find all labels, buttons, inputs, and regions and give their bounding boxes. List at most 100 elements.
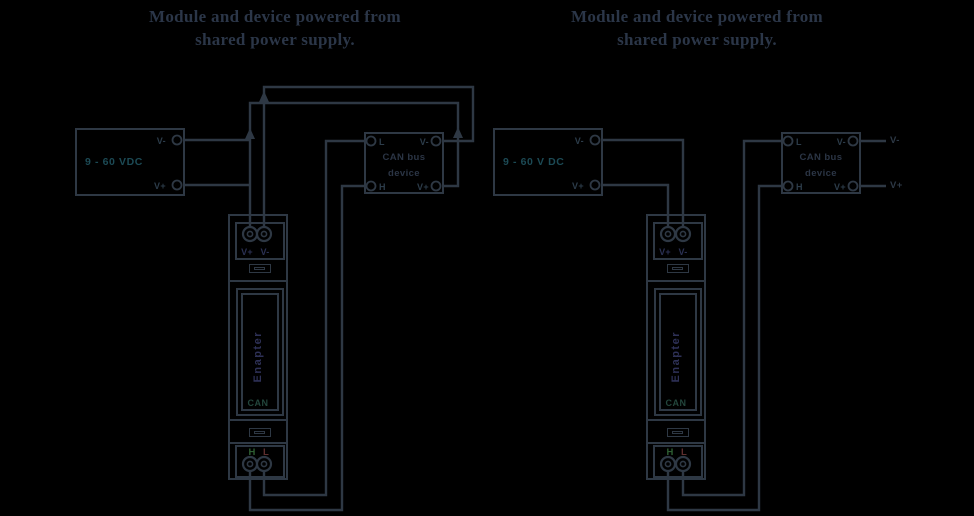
psu-box-right: 9 - 60 V DC V- V+ <box>493 128 603 196</box>
wire-vminus-net-left <box>262 85 475 234</box>
can-device-box-left: L V- H V+ CAN bus device <box>364 132 444 194</box>
module-l-terminal-label: L <box>680 447 688 458</box>
module-vent-slot <box>667 428 689 437</box>
module-h-terminal-label: H <box>666 447 674 458</box>
rail-neg-label: V- <box>890 135 900 146</box>
module-can-port-label: CAN <box>247 398 269 408</box>
module-vent-slot-inner <box>672 266 683 270</box>
psu-voltage-label: 9 - 60 VDC <box>85 156 143 168</box>
psu-pos-terminal-label: V+ <box>153 181 166 191</box>
junction-arrow-icon <box>245 128 255 139</box>
module-vent-slot <box>249 264 271 273</box>
can-device-name: CAN bus device <box>783 150 859 182</box>
module-terminal-screw <box>679 230 687 238</box>
module-section-divider <box>229 442 287 444</box>
left-diagram-title: Module and device powered from shared po… <box>85 5 465 51</box>
wire-can-l-right <box>681 139 782 497</box>
title-line1: Module and device powered from <box>570 7 824 26</box>
enapter-module-right: V+ V- Enapter CAN H L <box>646 214 706 480</box>
terminal-circle <box>589 179 601 191</box>
module-can-port-label: CAN <box>665 398 687 408</box>
wire-can-l-left <box>262 139 365 497</box>
module-bottom-terminal-block <box>235 445 285 478</box>
module-terminal-screw <box>664 230 672 238</box>
module-brand-label: Enapter <box>670 302 682 412</box>
terminal-circle <box>365 135 377 147</box>
wire-psu-neg-right <box>603 138 685 234</box>
can-device-name-line1: CAN bus <box>799 152 843 163</box>
psu-voltage-label: 9 - 60 V DC <box>503 156 565 168</box>
module-vent-slot <box>667 264 689 273</box>
title-line1: Module and device powered from <box>148 7 402 26</box>
module-body-outer <box>236 288 284 416</box>
module-terminal-screw <box>679 460 687 468</box>
junction-arrow-icon <box>259 91 269 102</box>
terminal-circle <box>430 180 442 192</box>
wire-can-h-right <box>666 184 782 512</box>
module-terminal-screw <box>246 230 254 238</box>
can-device-name-line2: device <box>388 168 420 179</box>
module-terminal-screw <box>260 460 268 468</box>
can-device-box-right: L V- H V+ CAN bus device <box>781 132 861 194</box>
title-line2: shared power supply. <box>195 30 355 49</box>
enapter-module-left: V+ V- Enapter CAN H L <box>228 214 288 480</box>
can-device-name-line1: CAN bus <box>382 152 426 163</box>
psu-neg-terminal-label: V- <box>156 136 166 146</box>
can-device-pos-terminal-label: V+ <box>833 182 846 192</box>
module-terminal-circle <box>674 225 692 243</box>
module-terminal-circle <box>674 455 692 473</box>
module-top-terminal-block <box>653 222 703 260</box>
can-device-name: CAN bus device <box>366 150 442 182</box>
can-device-l-terminal-label: L <box>796 137 802 147</box>
module-terminal-screw <box>664 460 672 468</box>
terminal-circle <box>430 135 442 147</box>
psu-neg-terminal-label: V- <box>574 136 584 146</box>
can-device-name-line2: device <box>805 168 837 179</box>
module-body-outer <box>654 288 702 416</box>
module-vent-slot-inner <box>254 266 265 270</box>
psu-pos-terminal-label: V+ <box>571 181 584 191</box>
terminal-circle <box>782 180 794 192</box>
module-section-divider <box>229 280 287 282</box>
can-device-l-terminal-label: L <box>379 137 385 147</box>
module-terminal-circle <box>255 455 273 473</box>
module-terminal-screw <box>246 460 254 468</box>
wire-vplus-net-left <box>248 101 460 234</box>
module-section-divider <box>647 419 705 421</box>
can-device-neg-terminal-label: V- <box>836 137 846 147</box>
module-section-divider <box>229 419 287 421</box>
junction-arrow-icon <box>453 127 463 138</box>
title-line2: shared power supply. <box>617 30 777 49</box>
wire-can-h-left <box>248 184 365 512</box>
brand-text: Enapter <box>252 331 264 383</box>
terminal-circle <box>589 134 601 146</box>
module-brand-label: Enapter <box>252 302 264 412</box>
module-section-divider <box>647 280 705 282</box>
terminal-circle <box>782 135 794 147</box>
module-terminal-screw <box>260 230 268 238</box>
terminal-circle <box>847 180 859 192</box>
rail-pos-label: V+ <box>890 180 903 191</box>
can-device-h-terminal-label: H <box>796 182 803 192</box>
module-h-terminal-label: H <box>248 447 256 458</box>
can-device-h-terminal-label: H <box>379 182 386 192</box>
module-body-inner <box>659 293 697 411</box>
wire-psu-pos-right <box>603 183 670 234</box>
brand-text: Enapter <box>670 331 682 383</box>
terminal-circle <box>847 135 859 147</box>
module-top-terminal-block <box>235 222 285 260</box>
module-bottom-terminal-block <box>653 445 703 478</box>
psu-box-left: 9 - 60 VDC V- V+ <box>75 128 185 196</box>
terminal-circle <box>171 134 183 146</box>
module-vminus-label: V- <box>678 247 688 257</box>
module-l-terminal-label: L <box>262 447 270 458</box>
module-vplus-label: V+ <box>241 247 253 257</box>
module-vent-slot-inner <box>672 430 683 434</box>
terminal-circle <box>365 180 377 192</box>
terminal-circle <box>171 179 183 191</box>
module-vent-slot <box>249 428 271 437</box>
module-terminal-circle <box>255 225 273 243</box>
module-body-inner <box>241 293 279 411</box>
